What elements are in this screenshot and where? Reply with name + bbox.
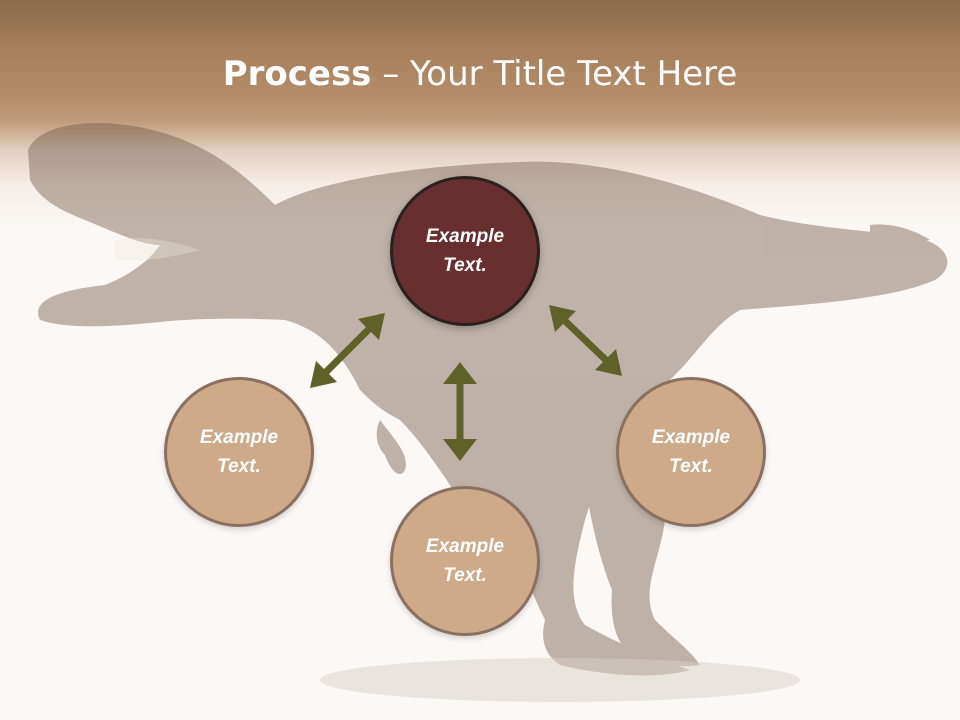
arrow-top-right: [549, 305, 622, 376]
node-top: Example Text.: [390, 176, 540, 326]
node-right: Example Text.: [616, 377, 766, 527]
node-left-label: Example Text.: [199, 427, 279, 477]
node-bottom-label: Example Text.: [425, 536, 505, 586]
arrow-top-left: [310, 313, 385, 388]
node-top-label: Example Text.: [425, 226, 505, 276]
node-left: Example Text.: [164, 377, 314, 527]
node-bottom: Example Text.: [390, 486, 540, 636]
arrow-vertical: [443, 362, 477, 461]
slide-title: Process – Your Title Text Here: [0, 52, 960, 96]
node-right-label: Example Text.: [651, 427, 731, 477]
title-bold: Process: [222, 54, 372, 94]
title-rest: – Your Title Text Here: [371, 54, 738, 94]
